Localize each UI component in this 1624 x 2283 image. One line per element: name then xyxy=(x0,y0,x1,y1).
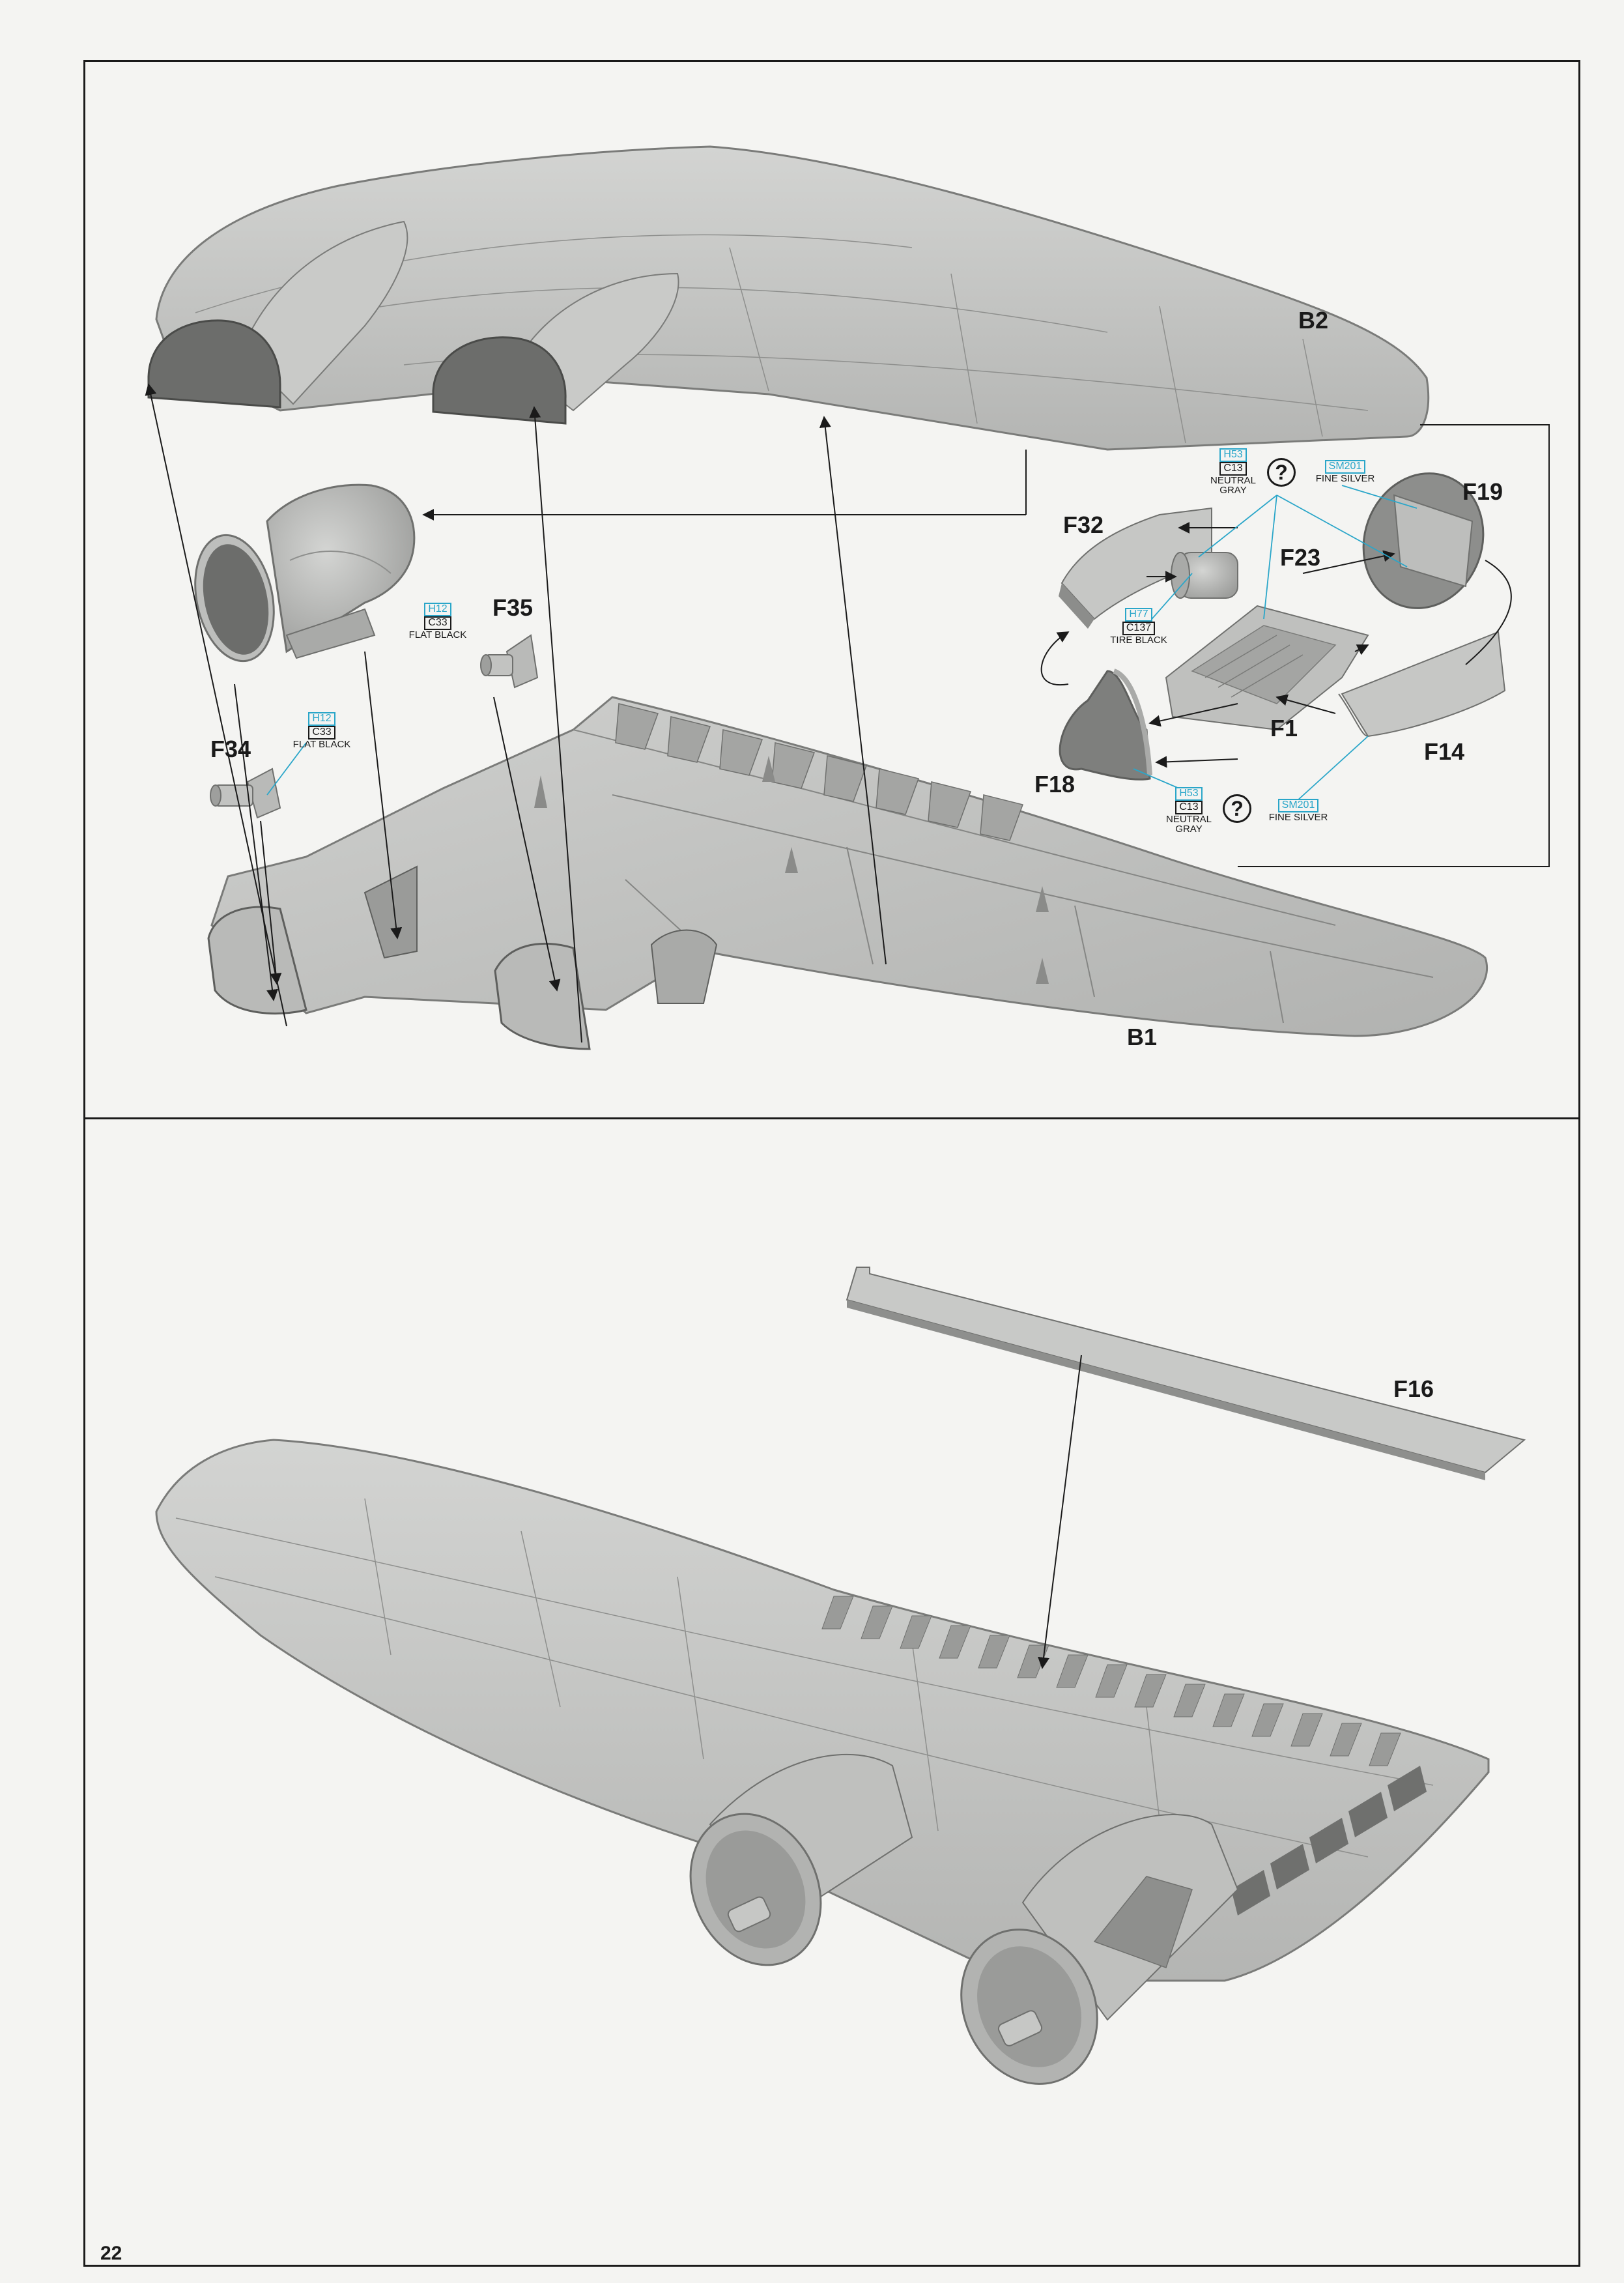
part-b1-lower-wing xyxy=(207,696,1488,1050)
part-f19 xyxy=(1362,472,1485,609)
paint-name: GRAY xyxy=(1175,824,1203,835)
paint-code-secondary: C137 xyxy=(1122,621,1156,635)
engine-nacelle-outer xyxy=(960,1814,1239,2085)
paint-code-primary: H77 xyxy=(1125,608,1152,622)
paint-callout-inset-gray-bottom: H53 C13 NEUTRAL GRAY xyxy=(1153,787,1225,835)
paint-name: NEUTRAL xyxy=(1210,474,1256,486)
paint-code-secondary: C33 xyxy=(424,616,451,630)
label-f16: F16 xyxy=(1393,1375,1434,1402)
label-b1: B1 xyxy=(1127,1024,1158,1050)
paint-code-primary: H53 xyxy=(1175,787,1203,801)
label-f32: F32 xyxy=(1063,511,1104,538)
unknown-color-icon: ? xyxy=(1223,794,1251,823)
paint-callout-f35: H12 C33 FLAT BLACK xyxy=(399,603,477,640)
label-f14: F14 xyxy=(1424,738,1465,765)
paint-code-primary: SM201 xyxy=(1277,799,1319,812)
paint-name: FINE SILVER xyxy=(1315,472,1375,484)
paint-name: NEUTRAL xyxy=(1165,813,1212,825)
paint-code-primary: H53 xyxy=(1219,448,1247,462)
paint-code-primary: H12 xyxy=(424,603,451,616)
paint-code-secondary: C33 xyxy=(308,725,335,739)
label-f23: F23 xyxy=(1280,544,1321,571)
bottom-step-frame xyxy=(83,1117,1580,2267)
part-engine-cowling xyxy=(194,483,416,663)
paint-code-secondary: C13 xyxy=(1175,800,1203,814)
paint-name: TIRE BLACK xyxy=(1110,634,1167,646)
unknown-color-icon: ? xyxy=(1267,458,1296,487)
part-f14 xyxy=(1338,631,1506,738)
assembled-wing xyxy=(155,1439,1490,1982)
paint-callout-tire: H77 C137 TIRE BLACK xyxy=(1100,608,1178,645)
paint-callout-inset-silver-top: SM201 FINE SILVER xyxy=(1303,460,1388,484)
paint-callout-inset-silver-bottom: SM201 FINE SILVER xyxy=(1256,799,1341,823)
paint-code-primary: SM201 xyxy=(1324,460,1366,474)
part-f23 xyxy=(1171,552,1238,599)
paint-code-primary: H12 xyxy=(308,712,335,726)
part-f1 xyxy=(1165,605,1369,731)
label-f19: F19 xyxy=(1462,478,1503,505)
engine-nacelle-inner xyxy=(689,1753,913,1966)
part-f18 xyxy=(1059,668,1152,781)
label-f34: F34 xyxy=(210,736,251,762)
part-b2-upper-wing xyxy=(147,145,1430,451)
page-number: 22 xyxy=(100,2243,122,2264)
paint-name: FINE SILVER xyxy=(1268,811,1328,823)
label-b2: B2 xyxy=(1298,307,1329,334)
part-f35 xyxy=(480,634,539,689)
label-f18: F18 xyxy=(1034,771,1076,797)
label-f35: F35 xyxy=(492,594,534,621)
part-f34 xyxy=(210,768,281,819)
paint-callout-f34: H12 C33 FLAT BLACK xyxy=(283,712,361,749)
paint-code-secondary: C13 xyxy=(1219,461,1247,476)
paint-name: GRAY xyxy=(1219,485,1247,496)
paint-name: FLAT BLACK xyxy=(408,629,467,640)
label-f1: F1 xyxy=(1270,715,1298,741)
paint-name: FLAT BLACK xyxy=(292,738,351,750)
inset-frame xyxy=(1025,424,1550,867)
paint-callout-inset-gray-top: H53 C13 NEUTRAL GRAY xyxy=(1197,448,1269,496)
part-f16-flap xyxy=(846,1267,1526,1480)
